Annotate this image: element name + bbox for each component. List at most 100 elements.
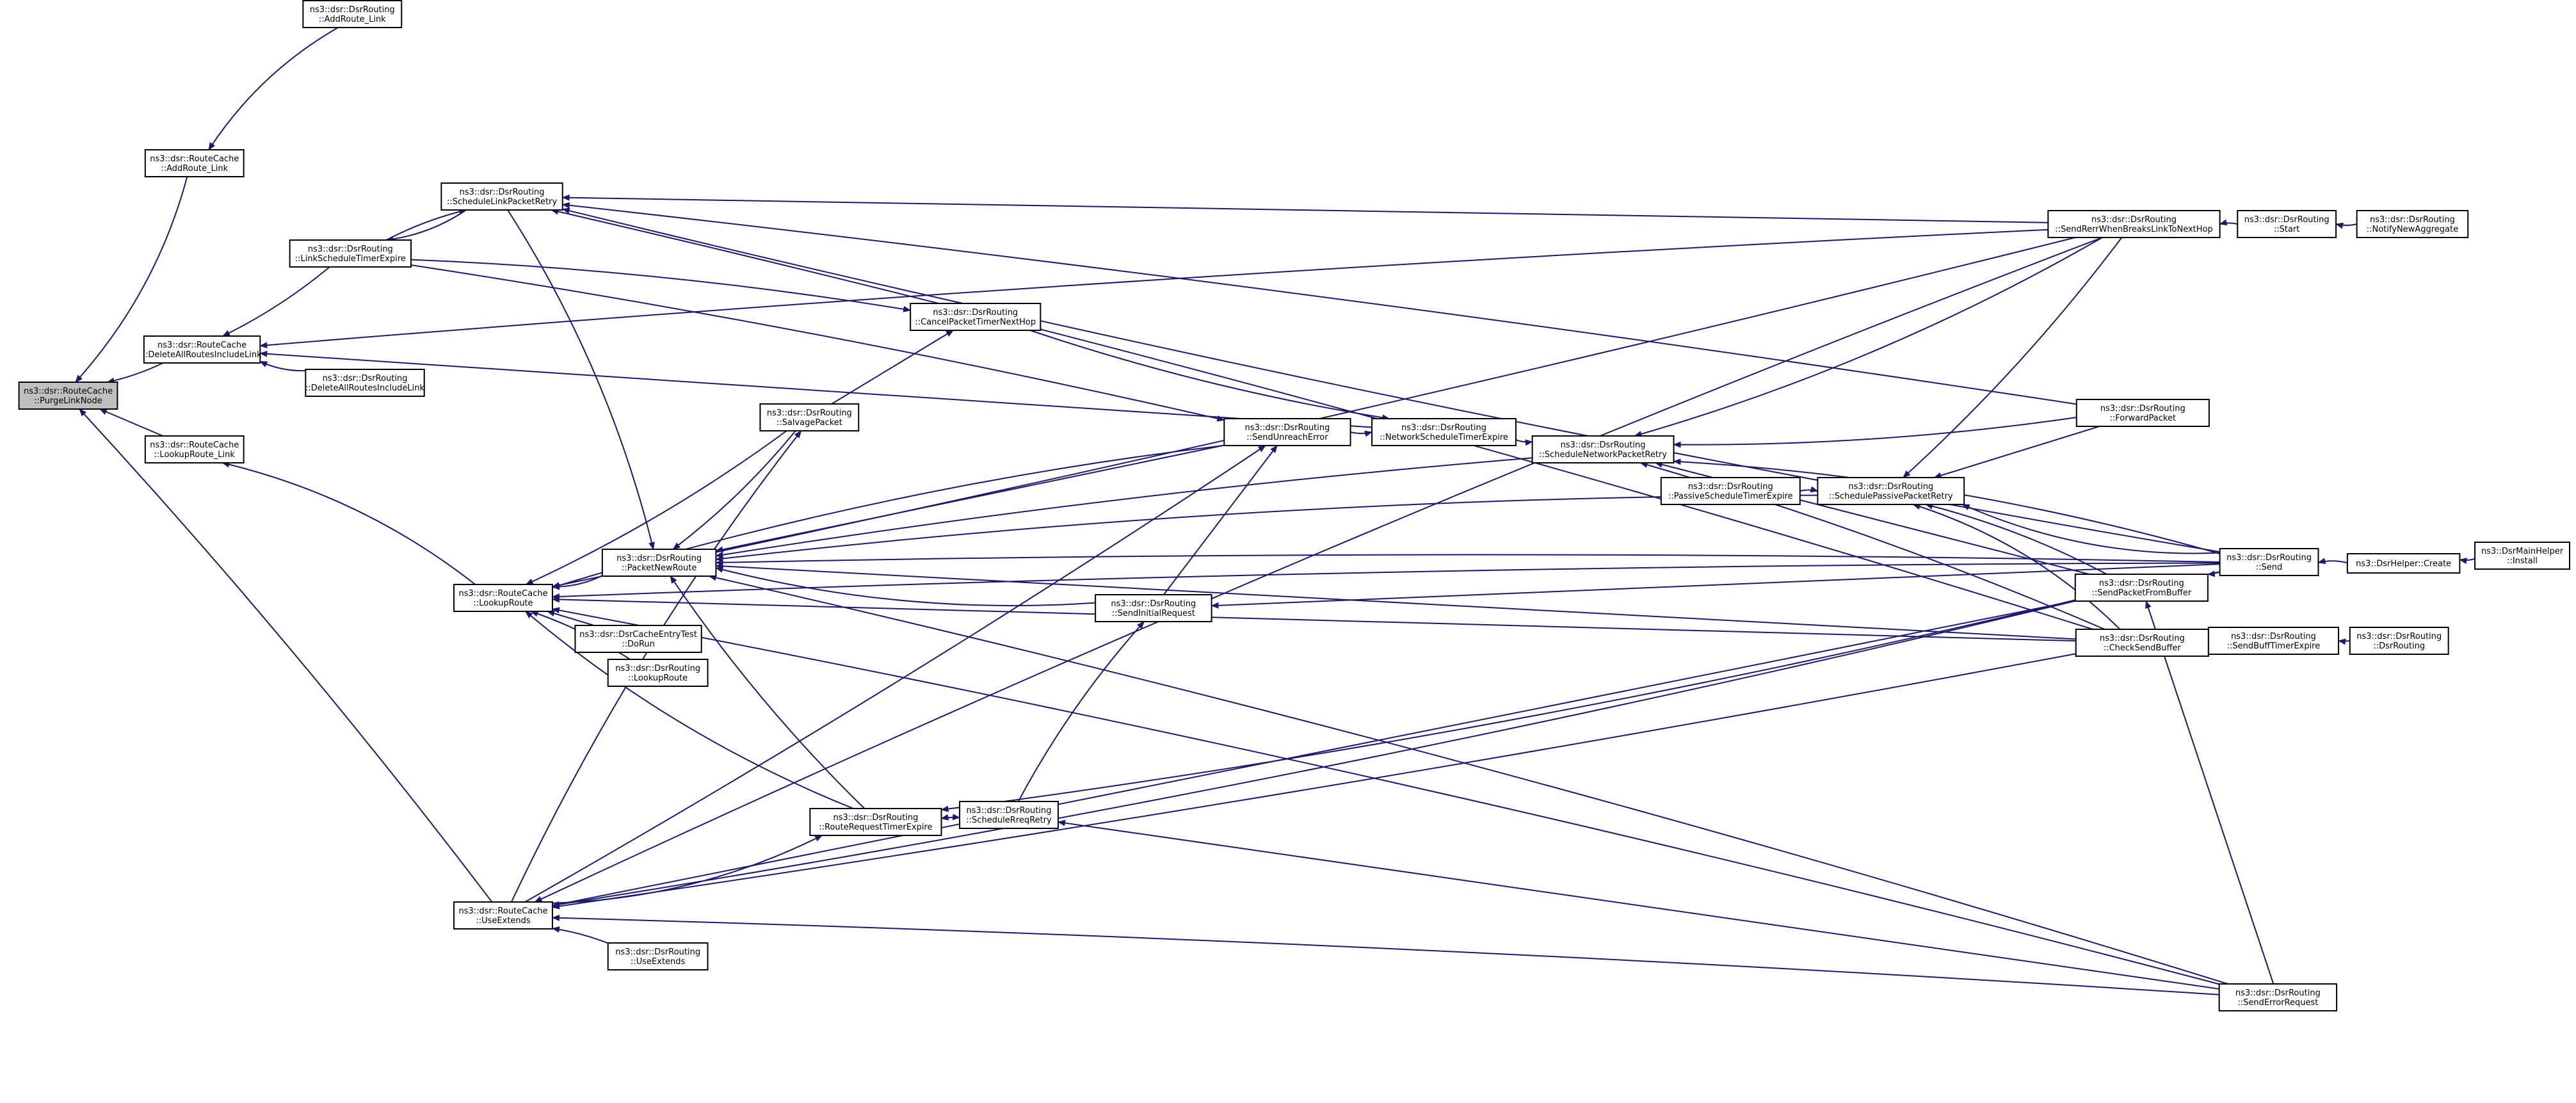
function-box[interactable] (2349, 627, 2449, 655)
call-edge (79, 408, 493, 903)
node-label-line: ::AddRoute_Link (319, 15, 386, 24)
graph-node[interactable]: ns3::dsr::DsrRouting::DeleteAllRoutesInc… (305, 369, 425, 397)
node-label-line: ns3::dsr::DsrRouting (1688, 482, 1773, 492)
call-edge (2317, 558, 2348, 565)
node-label-line: ns3::dsr::DsrRouting (2231, 632, 2316, 641)
graph-node[interactable]: ns3::dsr::DsrRouting::NotifyNewAggregate (2356, 210, 2469, 238)
node-label-line: ::UseExtends (476, 916, 531, 926)
graph-node[interactable]: ns3::dsr::RouteCache::UseExtends (453, 901, 553, 930)
function-box[interactable] (574, 625, 702, 653)
function-box[interactable] (302, 0, 403, 28)
function-box[interactable] (1531, 435, 1675, 463)
graph-node[interactable]: ns3::dsr::DsrRouting::LookupRoute (607, 659, 709, 687)
graph-node[interactable]: ns3::dsr::DsrRouting::CancelPacketTimerN… (910, 303, 1042, 331)
function-box[interactable] (453, 584, 553, 612)
graph-node[interactable]: ns3::dsr::DsrRouting::ScheduleNetworkPac… (1531, 435, 1675, 463)
graph-node[interactable]: ns3::dsr::DsrRouting::ForwardPacket (2075, 399, 2210, 427)
graph-node[interactable]: ns3::dsr::RouteCache::LookupRoute_Link (144, 435, 245, 463)
function-box[interactable] (2218, 983, 2338, 1011)
call-edge (411, 259, 912, 312)
call-edge (2145, 600, 2274, 985)
function-box[interactable] (2346, 553, 2461, 574)
call-edge (410, 264, 1225, 422)
function-box[interactable] (1095, 594, 1212, 622)
graph-node[interactable]: ns3::dsr::DsrRouting::RouteRequestTimerE… (809, 808, 942, 836)
graph-node[interactable]: ns3::dsr::DsrRouting::UseExtends (607, 942, 709, 970)
graph-node[interactable]: ns3::dsr::RouteCache::AddRoute_Link (144, 149, 245, 177)
function-box[interactable] (2207, 627, 2340, 655)
node-label-line: ns3::dsr::DsrRouting (1111, 599, 1196, 609)
function-box[interactable] (809, 808, 942, 836)
function-box[interactable] (289, 239, 412, 268)
graph-node[interactable]: ns3::dsr::DsrRouting::PassiveScheduleTim… (1660, 477, 1801, 505)
graph-node[interactable]: ns3::dsr::DsrRouting::SendInitialRequest (1095, 594, 1212, 622)
function-box[interactable] (440, 182, 563, 211)
function-box[interactable] (2237, 210, 2337, 238)
node-label-line: ns3::dsr::DsrCacheEntryTest (579, 630, 697, 640)
graph-node[interactable]: ns3::dsr::DsrRouting::SendErrorRequest (2218, 983, 2338, 1011)
graph-node[interactable]: ns3::dsr::DsrRouting::SendPacketFromBuff… (2074, 574, 2209, 602)
graph-node[interactable]: ns3::dsr::DsrRouting::DsrRouting (2349, 627, 2449, 655)
call-edge (534, 237, 2103, 903)
graph-node[interactable]: ns3::dsr::DsrRouting::SendUnreachError (1223, 418, 1351, 446)
function-box[interactable] (1660, 477, 1801, 505)
node-label-line: ::AddRoute_Link (161, 164, 228, 173)
function-box[interactable] (2474, 542, 2571, 570)
function-box[interactable] (607, 942, 709, 970)
graph-node[interactable]: ns3::DsrMainHelper::Install (2474, 542, 2571, 570)
function-box[interactable] (1371, 418, 1517, 446)
function-box[interactable] (607, 659, 709, 687)
graph-node[interactable]: ns3::dsr::DsrRouting::ScheduleLinkPacket… (440, 182, 563, 211)
graph-node[interactable]: ns3::dsr::DsrRouting::SchedulePassivePac… (1817, 477, 1965, 505)
function-box[interactable] (2075, 629, 2209, 657)
graph-node[interactable]: ns3::dsr::RouteCache::LookupRoute (453, 584, 553, 612)
node-label-line: ns3::dsr::DsrRouting (2091, 215, 2177, 225)
call-edge (552, 835, 823, 904)
node-label-line: ::LookupRoute_Link (154, 450, 236, 460)
function-box[interactable] (601, 549, 717, 577)
function-box[interactable] (143, 335, 261, 364)
function-box[interactable] (2075, 399, 2210, 427)
graph-node[interactable]: ns3::DsrHelper::Create (2346, 553, 2461, 574)
function-box[interactable] (2356, 210, 2469, 238)
function-box[interactable] (910, 303, 1042, 331)
function-box[interactable] (1223, 418, 1351, 446)
call-edge (2219, 219, 2238, 226)
function-box[interactable] (2047, 210, 2221, 238)
node-label-line: ns3::dsr::DsrRouting (2100, 404, 2186, 414)
function-box[interactable] (759, 403, 860, 431)
graph-node[interactable]: ns3::dsr::DsrRouting::SendRerrWhenBreaks… (2047, 210, 2221, 238)
node-label-line: ns3::dsr::DsrRouting (767, 408, 852, 418)
node-label-line: ns3::dsr::RouteCache (458, 906, 547, 916)
graph-node[interactable]: ns3::dsr::DsrRouting::ScheduleRreqRetry (959, 801, 1059, 829)
function-box[interactable] (453, 901, 553, 930)
function-box[interactable] (144, 149, 245, 177)
graph-node[interactable]: ns3::dsr::DsrCacheEntryTest::DoRun (574, 625, 702, 653)
graph-node[interactable]: ns3::dsr::DsrRouting::LinkScheduleTimerE… (289, 239, 412, 268)
call-edge (222, 266, 330, 337)
call-edge (941, 814, 961, 821)
graph-node[interactable]: ns3::dsr::DsrRouting::SalvagePacket (759, 403, 860, 431)
graph-node[interactable]: ns3::dsr::DsrRouting::CheckSendBuffer (2075, 629, 2209, 657)
function-box[interactable] (305, 369, 425, 397)
node-label-line: ::PacketNewRoute (622, 563, 696, 573)
call-edge (99, 408, 163, 437)
graph-node[interactable]: ns3::dsr::DsrRouting::Start (2237, 210, 2337, 238)
node-label-line: ns3::dsr::DsrRouting (2244, 215, 2330, 225)
graph-node[interactable]: ns3::dsr::DsrRouting::PacketNewRoute (601, 549, 717, 577)
graph-node[interactable]: ns3::dsr::DsrRouting::NetworkScheduleTim… (1371, 418, 1517, 446)
call-edge (1903, 237, 2123, 478)
node-label-line: ns3::dsr::DsrRouting (310, 5, 395, 15)
function-box[interactable] (144, 435, 245, 463)
graph-node[interactable]: ns3::dsr::DsrRouting::AddRoute_Link (302, 0, 403, 28)
function-box[interactable] (2219, 548, 2319, 576)
function-box[interactable] (959, 801, 1059, 829)
graph-node[interactable]: ns3::dsr::DsrRouting::Send (2219, 548, 2319, 576)
call-edge (2207, 570, 2220, 577)
graph-node[interactable]: ns3::dsr::DsrRouting::SendBuffTimerExpir… (2207, 627, 2340, 655)
call-edge (551, 571, 2220, 908)
function-box[interactable] (2074, 574, 2209, 602)
function-box[interactable] (1817, 477, 1965, 505)
graph-node[interactable]: ns3::dsr::RouteCache::DeleteAllRoutesInc… (143, 335, 262, 364)
call-edge (551, 914, 2219, 995)
